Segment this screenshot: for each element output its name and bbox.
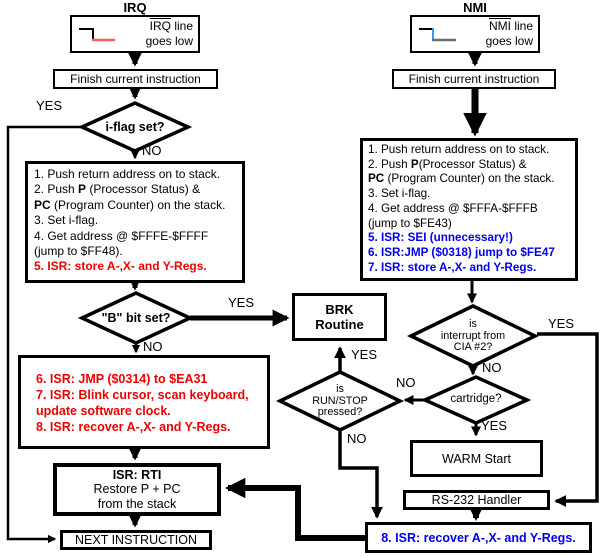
arrow-iflag-yes-to-next bbox=[6, 125, 82, 544]
diamond-runstop bbox=[275, 370, 405, 432]
cia2-yes-label: YES bbox=[548, 316, 575, 331]
irq-signal-box: IRQ line goes low bbox=[70, 15, 200, 53]
iflag-set-question: i-flag set? bbox=[105, 120, 165, 134]
iflag-yes-label: YES bbox=[36, 98, 63, 113]
arrow-recover-to-rti bbox=[224, 477, 366, 541]
irq-isr-red-box: 6. ISR: JMP ($0314) to $EA31 7. ISR: Bli… bbox=[18, 355, 270, 449]
arrow-runstop-no-to-recover bbox=[338, 430, 383, 519]
nmi-signal-text: NMI line goes low bbox=[485, 19, 533, 48]
irq-isr-steps-box: 1. Push return address on to stack. 2. P… bbox=[25, 161, 245, 283]
brk-routine-box: BRK Routine bbox=[292, 293, 387, 341]
diamond-b-bit-set bbox=[77, 291, 195, 345]
diamond-cia2-interrupt bbox=[406, 304, 540, 368]
cia2-no-label: NO bbox=[482, 360, 502, 375]
diamond-cartridge bbox=[420, 375, 532, 425]
nmi-recover-regs-box: 8. ISR: recover A-,X- and Y-Regs. bbox=[365, 522, 592, 553]
nmi-column-title: NMI bbox=[463, 0, 487, 15]
irq-finish-instruction-box: Finish current instruction bbox=[53, 69, 218, 89]
b-bit-set-question: "B" bit set? bbox=[101, 311, 171, 325]
irq-signal-text: IRQ line goes low bbox=[145, 19, 193, 48]
nmi-finish-instruction-box: Finish current instruction bbox=[392, 69, 556, 89]
irq-column-title: IRQ bbox=[123, 0, 147, 15]
arrow-cia-yes-to-rs232 bbox=[537, 332, 599, 507]
rs232-handler-box: RS-232 Handler bbox=[403, 490, 550, 510]
nmi-signal-box: NMI line goes low bbox=[410, 15, 540, 53]
irq-falling-edge-icon bbox=[79, 28, 115, 42]
diamond-iflag-set bbox=[77, 101, 193, 153]
warm-start-box: WARM Start bbox=[410, 440, 543, 477]
cartridge-yes-label: YES bbox=[481, 418, 508, 433]
nmi-isr-steps-box: 1. Push return address on to stack. 2. P… bbox=[360, 138, 578, 281]
cartridge-question: cartridge? bbox=[450, 393, 502, 405]
next-instruction-box: NEXT INSTRUCTION bbox=[60, 530, 212, 550]
bbit-no-label: NO bbox=[143, 339, 163, 354]
isr-rti-box: ISR: RTI Restore P + PC from the stack bbox=[53, 463, 221, 516]
cartridge-no-label: NO bbox=[396, 375, 416, 390]
iflag-no-label: NO bbox=[142, 143, 162, 158]
runstop-no-label: NO bbox=[347, 431, 367, 446]
bbit-yes-label: YES bbox=[228, 295, 255, 310]
nmi-falling-edge-icon bbox=[419, 28, 456, 42]
runstop-yes-label: YES bbox=[351, 347, 378, 362]
